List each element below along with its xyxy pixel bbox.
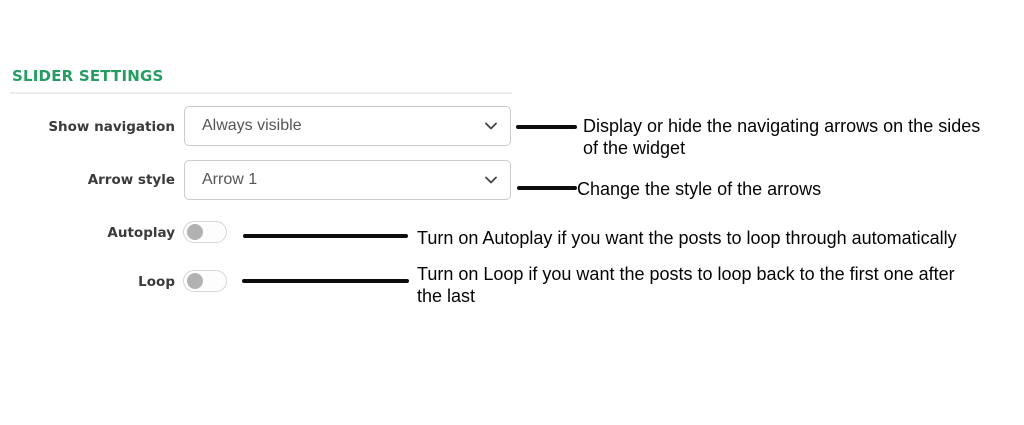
show-navigation-value: Always visible — [202, 117, 302, 134]
loop-label: Loop — [138, 274, 175, 290]
arrow-style-select[interactable]: Arrow 1 — [184, 160, 511, 200]
annotation-connector — [243, 234, 408, 238]
section-divider — [10, 92, 512, 94]
autoplay-annotation: Turn on Autoplay if you want the posts t… — [417, 228, 957, 248]
arrow-style-annotation: Change the style of the arrows — [577, 179, 822, 199]
toggle-knob — [187, 273, 203, 289]
section-title: SLIDER SETTINGS — [12, 67, 164, 85]
show-navigation-annotation: Display or hide the navigating arrows on… — [583, 116, 981, 158]
annotation-connector — [517, 186, 577, 190]
arrow-style-value: Arrow 1 — [202, 171, 258, 188]
annotation-connector — [516, 125, 577, 129]
autoplay-label: Autoplay — [107, 225, 175, 241]
show-navigation-select[interactable]: Always visible — [184, 106, 511, 146]
arrow-style-label: Arrow style — [87, 172, 175, 188]
loop-toggle[interactable] — [183, 270, 227, 292]
chevron-down-icon — [485, 122, 497, 130]
toggle-knob — [187, 224, 203, 240]
show-navigation-label: Show navigation — [48, 119, 175, 135]
chevron-down-icon — [485, 176, 497, 184]
loop-annotation: Turn on Loop if you want the posts to lo… — [417, 264, 955, 306]
annotation-connector — [242, 279, 409, 283]
autoplay-toggle[interactable] — [183, 221, 227, 243]
